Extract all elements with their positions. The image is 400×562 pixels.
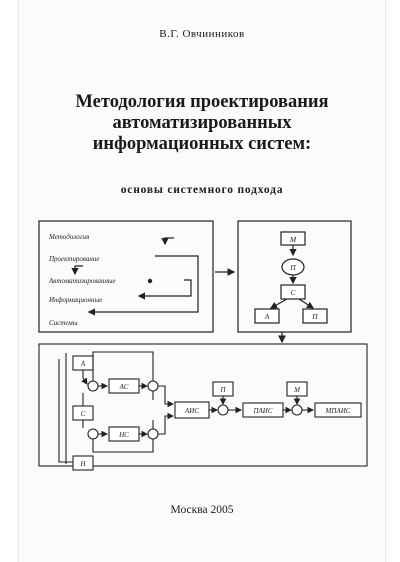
term-systems: Системы <box>49 319 78 327</box>
diagram-terms <box>38 220 214 333</box>
hierarchy-right-label: П <box>311 312 318 321</box>
process-as: АС <box>119 383 129 391</box>
process-ns: НС <box>118 431 129 439</box>
author-name: В.Г. Овчинников <box>159 28 245 40</box>
book-subtitle: основы системного подхода <box>120 184 284 196</box>
diagram-hierarchy <box>237 220 352 333</box>
term-information: Информационные <box>48 296 102 304</box>
title-line-3: информационных систем: <box>92 134 312 154</box>
book-cover: В.Г. Овчинников Методология проектирован… <box>18 0 386 562</box>
process-m: М <box>293 386 301 394</box>
city-year: Москва 2005 <box>170 504 234 516</box>
diagram-process <box>38 343 368 471</box>
diagram-process-frame <box>38 343 368 467</box>
process-p: П <box>219 386 226 394</box>
title-line-2: автоматизированных <box>112 113 292 133</box>
process-box-c: С <box>81 410 86 418</box>
hierarchy-left-label: А <box>264 312 270 321</box>
process-ais: АИС <box>184 407 199 415</box>
hierarchy-middle-label: С <box>290 288 296 297</box>
diagram-hierarchy-frame <box>237 220 352 333</box>
process-pais: ПАИС <box>252 407 272 415</box>
term-automated: Автоматизированные <box>48 277 116 285</box>
term-methodology: Методология <box>48 233 89 241</box>
hierarchy-circle-label: П <box>289 263 296 272</box>
term-design: Проектирование <box>48 255 99 263</box>
process-mpais: МПАИС <box>325 407 351 415</box>
hierarchy-top-label: М <box>289 235 297 244</box>
process-box-a: А <box>80 360 86 368</box>
title-line-1: Методология проектирования <box>75 92 329 112</box>
process-box-n: Н <box>79 460 86 468</box>
book-title: Методология проектирования автоматизиров… <box>19 92 385 155</box>
cover-diagrams: Методология Проектирование Автоматизиров… <box>38 220 368 471</box>
diagram-terms-frame <box>38 220 214 333</box>
